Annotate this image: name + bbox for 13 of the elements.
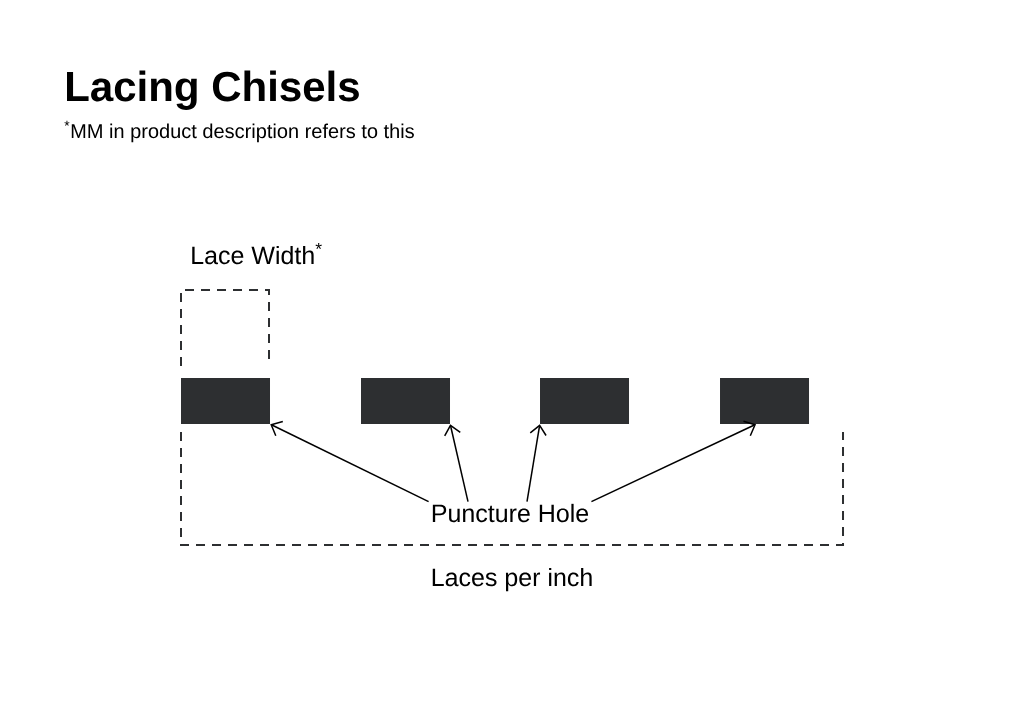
arrow	[526, 424, 547, 503]
callout-text: Puncture Hole	[432, 503, 589, 523]
label: Lace Width$^{*}$	[192, 242, 322, 265]
arrow	[443, 424, 469, 503]
puncture-hole-box	[181, 378, 270, 424]
arrow	[270, 420, 430, 503]
label: Laces per inch	[432, 567, 592, 592]
puncture-hole-box	[361, 378, 450, 424]
arrow	[590, 420, 757, 503]
puncture-hole-box	[540, 378, 629, 424]
label: $^{*}$MM in product description refers to this	[64, 120, 414, 143]
puncture-hole-box	[720, 378, 809, 424]
title: Lacing Chisels	[67, 70, 359, 110]
